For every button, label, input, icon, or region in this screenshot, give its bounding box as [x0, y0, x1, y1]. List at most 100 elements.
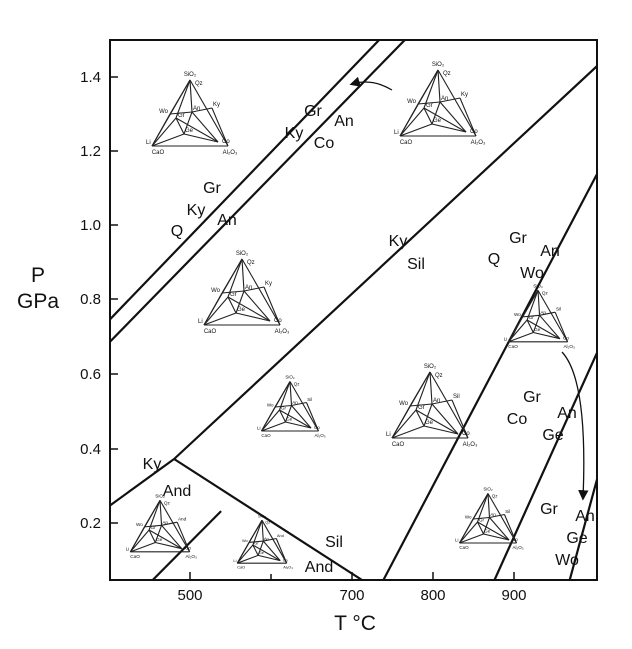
triangle-vertex-label: Gr: [529, 315, 535, 320]
tie-line: [161, 524, 183, 550]
tie-line: [279, 409, 286, 423]
field-label: Ky: [187, 202, 206, 219]
triangle-vertex-label: Sil: [453, 394, 460, 400]
triangle-vertex-label: Qz: [492, 493, 499, 498]
tie-line: [391, 405, 411, 439]
field-label: Gr: [540, 501, 558, 518]
triangle-vertex-label: Wo: [159, 109, 169, 115]
field-label: Wo: [520, 265, 544, 282]
tie-line: [423, 425, 459, 435]
tie-line: [415, 409, 425, 427]
tie-line: [261, 421, 286, 432]
triangle-vertex-label: CaO: [152, 150, 165, 156]
tie-line: [399, 103, 419, 137]
reaction-line: [110, 40, 406, 343]
triangle-vertex-label: SiO₂: [184, 72, 197, 78]
triangle-vertex-label: Sil: [556, 307, 561, 312]
tie-line: [243, 290, 271, 322]
field-label: Wo: [555, 552, 579, 569]
tie-line: [248, 540, 264, 543]
x-tick-label-700: 700: [339, 587, 364, 604]
tie-line: [130, 541, 156, 553]
triangle-vertex-label: Ge: [156, 537, 163, 542]
tie-line: [175, 79, 191, 119]
triangle-vertex-label: And: [277, 533, 284, 538]
tie-line: [144, 524, 162, 528]
triangle-vertex-label: Ge: [425, 420, 434, 426]
arrow-right: [561, 351, 589, 501]
triangle-vertex-label: SiO₂: [483, 487, 493, 492]
y-tick-label-1.0: 1.0: [80, 217, 101, 234]
tie-line: [155, 541, 182, 550]
triangle-vertex-label: Ge: [484, 529, 491, 534]
tie-line: [274, 381, 291, 408]
field-label: Co: [314, 135, 335, 152]
field-label: And: [163, 483, 191, 500]
tie-line: [227, 296, 271, 322]
tie-line: [503, 514, 518, 544]
triangle-vertex-label: Li: [504, 336, 508, 341]
triangle-vertex-label: Wo: [399, 401, 409, 407]
tie-line: [236, 544, 254, 564]
triangle-vertex-label: Qz: [443, 71, 451, 77]
tie-line: [423, 69, 439, 109]
tie-line: [243, 286, 265, 292]
field-label: An: [217, 212, 237, 229]
tie-line: [291, 401, 307, 407]
triangle-vertex-label: An: [292, 400, 298, 405]
y-axis-title-unit: GPa: [17, 290, 59, 313]
triangle-vertex-label: Qz: [164, 500, 171, 505]
tie-line: [261, 406, 276, 432]
tie-line: [261, 520, 264, 542]
tie-line: [183, 111, 193, 135]
triangle-vertex-label: Ge: [259, 550, 264, 555]
triangle-vertex-label: Al₂O₃: [223, 150, 238, 156]
field-label: Gr: [203, 180, 221, 197]
triangle-vertex-label: SiO₂: [533, 283, 543, 288]
tie-line: [151, 117, 177, 147]
field-label: Gr: [509, 230, 527, 247]
triangle-vertex-label: Ge: [286, 417, 293, 422]
tie-line: [227, 258, 243, 298]
triangle-vertex-label: Co: [283, 557, 288, 562]
tie-line: [263, 286, 281, 326]
tie-line: [252, 520, 263, 546]
reaction-line: [173, 458, 363, 580]
tie-line: [169, 111, 193, 115]
tie-line: [129, 529, 150, 553]
tie-line: [487, 493, 491, 518]
field-label: Ge: [566, 530, 587, 547]
triangle-vertex-label: And: [178, 517, 187, 522]
tie-line: [522, 314, 540, 318]
triangle-vertex-label: SiO₂: [236, 251, 249, 257]
triangle-vertex-label: Li: [455, 538, 459, 543]
x-axis-title: T °C: [334, 612, 376, 635]
tie-line: [221, 290, 245, 294]
field-label: Ky: [143, 456, 162, 473]
triangle-vertex-label: CaO: [261, 433, 271, 438]
tie-line: [257, 554, 281, 562]
triangle-vertex-label: CaO: [400, 140, 413, 146]
triangle-vertex-label: An: [540, 310, 546, 315]
tie-line: [289, 381, 293, 406]
triangle-vertex-label: Gr: [426, 103, 433, 109]
tie-line: [129, 526, 145, 553]
triangle-vertex-label: An: [193, 106, 200, 112]
triangle-vertex-label: CaO: [204, 329, 217, 335]
field-label: Co: [507, 411, 528, 428]
field-label: And: [305, 559, 333, 576]
tie-line: [431, 403, 459, 435]
triangle-vertex-label: Wo: [242, 538, 248, 543]
triangle-vertex-label: Wo: [136, 522, 143, 527]
x-tick-label-800: 800: [420, 587, 445, 604]
tie-line: [431, 399, 453, 405]
tie-line: [459, 521, 478, 544]
tie-line: [183, 133, 219, 143]
tie-line: [305, 402, 320, 432]
